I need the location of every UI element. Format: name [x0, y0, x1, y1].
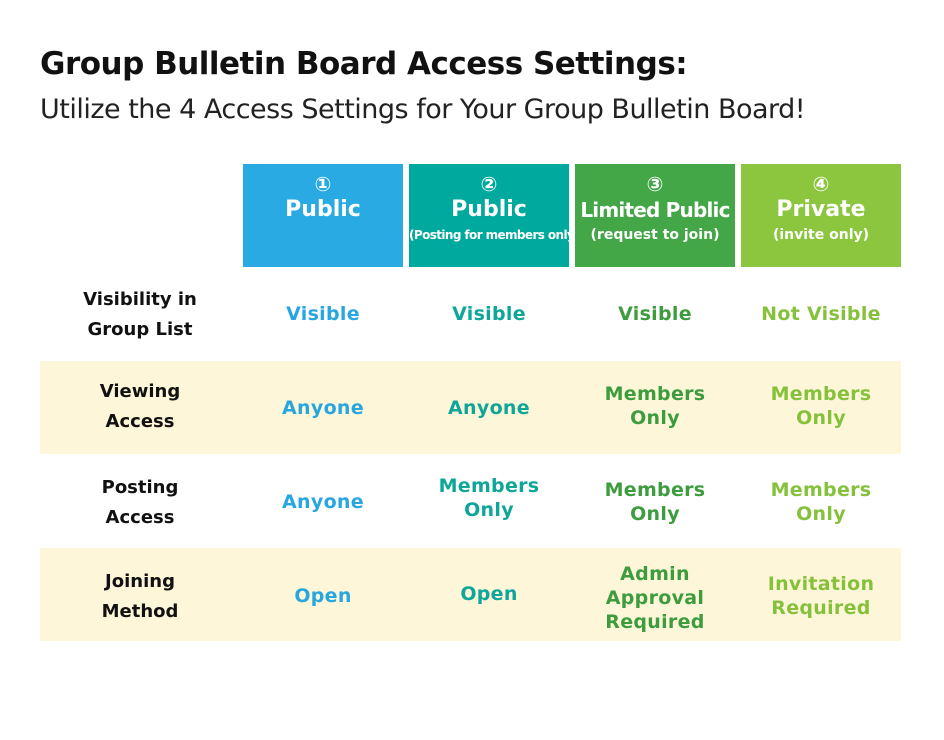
column-note: (invite only) — [772, 227, 870, 243]
column-header-private: ④ Private (invite only) — [741, 164, 901, 267]
column-note: (Posting for members only) — [409, 228, 580, 242]
cell-viewing-public: Anyone — [282, 397, 364, 419]
column-name: Public — [451, 197, 527, 222]
cell-viewing-limited: Members Only — [604, 383, 706, 429]
cell-joining-public: Open — [294, 585, 352, 607]
cell-posting-private: Members Only — [770, 479, 872, 525]
cell-visibility-public-members: Visible — [452, 303, 526, 325]
column-header-public-members-posting: ② Public (Posting for members only) — [409, 164, 580, 267]
row-label-joining: Joining Method — [101, 571, 179, 622]
cell-posting-limited: Members Only — [604, 479, 706, 525]
cell-visibility-public: Visible — [286, 303, 360, 325]
cell-posting-public-members: Members Only — [438, 475, 540, 521]
cell-viewing-public-members: Anyone — [448, 397, 530, 419]
row-band-joining — [40, 548, 901, 641]
column-number: ① — [314, 172, 332, 196]
row-band-viewing — [40, 361, 901, 454]
row-label-visibility: Visibility in Group List — [83, 289, 197, 340]
row-label-posting: Posting Access — [101, 477, 179, 528]
column-header-public: ① Public — [243, 164, 403, 267]
column-number: ② — [480, 172, 498, 196]
column-number: ③ — [646, 172, 664, 196]
column-name: Limited Public — [580, 198, 730, 222]
cell-viewing-private: Members Only — [770, 383, 872, 429]
cell-joining-limited: Admin Approval Required — [605, 563, 705, 633]
page-subtitle: Utilize the 4 Access Settings for Your G… — [40, 94, 806, 125]
row-label-viewing: Viewing Access — [99, 381, 181, 432]
column-number: ④ — [812, 172, 830, 196]
page-title: Group Bulletin Board Access Settings: — [40, 46, 688, 82]
column-name: Private — [776, 197, 866, 222]
column-header-limited-public: ③ Limited Public (request to join) — [575, 164, 735, 267]
cell-visibility-private: Not Visible — [761, 303, 881, 325]
cell-joining-public-members: Open — [460, 583, 518, 605]
column-note: (request to join) — [590, 227, 720, 243]
column-name: Public — [285, 197, 361, 222]
cell-posting-public: Anyone — [282, 491, 364, 513]
cell-joining-private: Invitation Required — [767, 573, 875, 619]
cell-visibility-limited: Visible — [618, 303, 692, 325]
